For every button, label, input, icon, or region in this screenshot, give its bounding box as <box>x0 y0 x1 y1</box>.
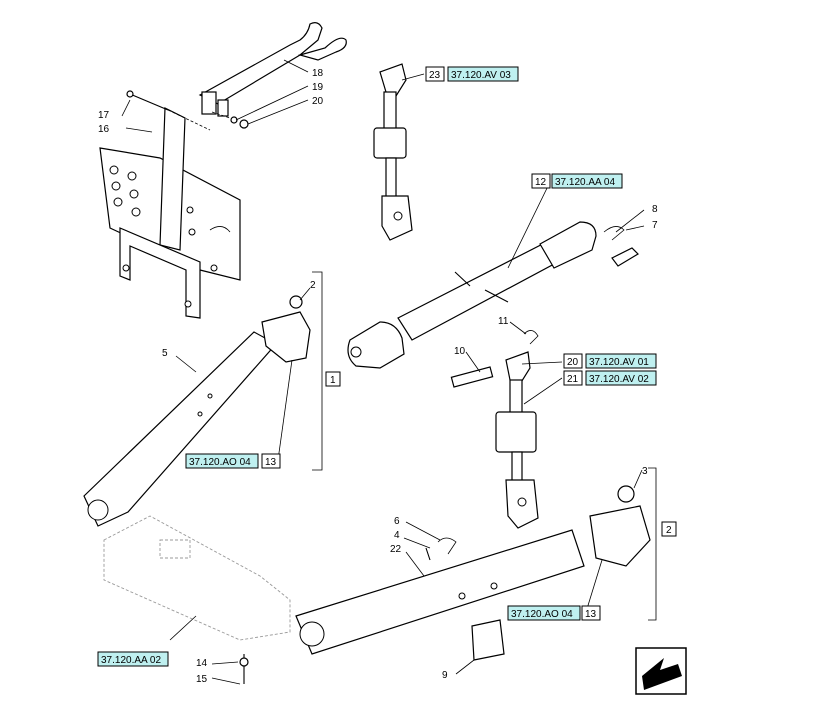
ref-text-top-lift-rod: 37.120.AV 03 <box>451 70 511 81</box>
ref-link-housing[interactable]: 37.120.AA 02 <box>97 651 169 667</box>
ref-link-left-arm[interactable]: 37.120.AO 04 <box>185 453 259 469</box>
ref-text-housing: 37.120.AA 02 <box>101 655 161 666</box>
callout-box-21 <box>563 353 583 369</box>
callout-24: 23 <box>429 70 441 81</box>
callout-2: 2 <box>310 280 316 291</box>
top-link-assembly <box>347 221 639 388</box>
callout-20: 20 <box>312 96 324 107</box>
ref-text-left-arm: 37.120.AO 04 <box>189 457 251 468</box>
ref-text-lift-rod-1: 37.120.AV 01 <box>589 357 649 368</box>
cross-references: 37.120.AV 03 37.120.AA 04 37.120.AV 01 3… <box>97 66 657 667</box>
callout-21: 20 <box>567 357 579 368</box>
callout-13a: 13 <box>265 457 277 468</box>
nav-arrow-icon[interactable] <box>635 647 687 695</box>
callout-12: 12 <box>535 177 547 188</box>
lift-rod-right <box>495 351 539 529</box>
callout-19: 19 <box>312 82 324 93</box>
callout-1: 1 <box>330 375 336 386</box>
ref-link-right-arm[interactable]: 37.120.AO 04 <box>507 605 581 621</box>
callout-box-2 <box>661 521 677 537</box>
leader-lines <box>121 59 645 685</box>
callout-box-13a <box>261 453 281 469</box>
lift-rod-top <box>373 63 413 241</box>
callout-box-12 <box>531 173 551 189</box>
callout-labels: 1 2 2 3 4 5 6 7 8 9 10 11 12 13 13 14 15… <box>98 66 677 685</box>
callout-14: 14 <box>196 658 208 669</box>
callout-16: 16 <box>98 124 110 135</box>
callout-box-13b <box>581 605 601 621</box>
callout-17: 17 <box>98 110 110 121</box>
callout-5: 5 <box>162 348 168 359</box>
callout-6: 6 <box>394 516 400 527</box>
group-bracket-2 <box>648 467 657 621</box>
callout-15: 15 <box>196 674 208 685</box>
ref-link-top-link[interactable]: 37.120.AA 04 <box>551 173 623 189</box>
callout-22: 21 <box>567 374 579 385</box>
callout-7: 7 <box>652 220 658 231</box>
callout-3: 3 <box>642 466 648 477</box>
callout-2b: 2 <box>666 525 672 536</box>
callout-8: 8 <box>652 204 658 215</box>
callout-11: 11 <box>498 316 509 327</box>
stay-bracket-assembly <box>99 22 347 319</box>
ref-link-lift-rod-2[interactable]: 37.120.AV 02 <box>585 370 657 386</box>
callout-box-22 <box>563 370 583 386</box>
callout-10: 10 <box>454 346 466 357</box>
callout-13b: 13 <box>585 609 597 620</box>
group-bracket-1 <box>312 271 323 471</box>
lift-housing <box>103 515 291 641</box>
ref-text-top-link: 37.120.AA 04 <box>555 177 615 188</box>
callout-18: 18 <box>312 68 324 79</box>
ref-text-lift-rod-2: 37.120.AV 02 <box>589 374 649 385</box>
callout-4: 4 <box>394 530 400 541</box>
callout-9: 9 <box>442 670 448 681</box>
callout-box-24 <box>425 66 445 82</box>
hitch-bracket <box>471 619 505 661</box>
ref-text-right-arm: 37.120.AO 04 <box>511 609 573 620</box>
callout-box-1 <box>325 371 341 387</box>
lower-arm-right <box>295 485 651 655</box>
callout-23: 22 <box>390 544 402 555</box>
ref-link-lift-rod-1[interactable]: 37.120.AV 01 <box>585 353 657 369</box>
lower-arm-left <box>83 295 311 527</box>
ref-link-top-lift-rod[interactable]: 37.120.AV 03 <box>447 66 519 82</box>
